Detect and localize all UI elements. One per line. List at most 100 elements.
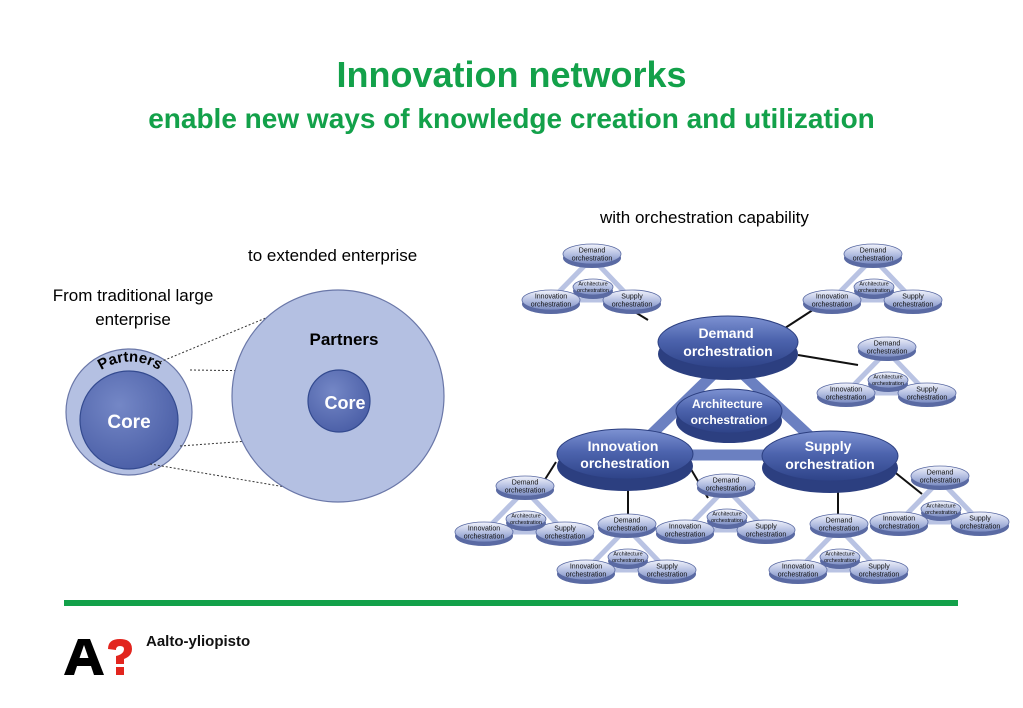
node-label-line-1: Architecture xyxy=(692,397,763,411)
mini-node-label-line-2: orchestration xyxy=(858,288,890,294)
node-label: Architecture orchestration xyxy=(691,397,768,427)
node-demand-orchestration: Demand orchestration xyxy=(657,315,799,380)
mini-triad-links xyxy=(896,477,983,525)
mini-node-label-line-1: Innovation xyxy=(830,386,862,393)
mini-node-label-line-2: orchestration xyxy=(665,532,706,539)
mini-node-label: Supply orchestration xyxy=(545,525,586,540)
label-orchestration: with orchestration capability xyxy=(600,208,809,227)
traditional-enterprise: Partners Core xyxy=(65,348,193,476)
mini-node-label-line-1: Supply xyxy=(916,386,938,393)
node-innovation-orchestration: Innovation orchestration xyxy=(556,428,694,491)
mini-node-label: Innovation orchestration xyxy=(531,293,572,308)
mini-triad-links xyxy=(795,525,882,573)
mini-node-label-line-1: Supply xyxy=(902,293,924,300)
node-label-line-2: orchestration xyxy=(691,413,768,427)
mini-node-label-line-2: orchestration xyxy=(824,558,856,564)
mini-node-label-line-2: orchestration xyxy=(711,518,743,524)
partners-label: Partners xyxy=(310,330,379,349)
mini-node-supply: Supply orchestration xyxy=(897,382,957,407)
mini-node-label-line-1: Innovation xyxy=(816,293,848,300)
core-circle xyxy=(79,370,179,470)
mini-node-label-line-1: Demand xyxy=(614,517,641,524)
mini-node-label-line-2: orchestration xyxy=(577,288,609,294)
mini-node-label-line-2: orchestration xyxy=(572,256,613,263)
mini-node-label-line-1: Supply xyxy=(621,293,643,300)
logo-text: Aalto-yliopisto xyxy=(146,633,251,650)
mini-node-label-line-2: orchestration xyxy=(566,572,607,579)
mini-node-label-line-2: orchestration xyxy=(545,534,586,541)
mini-node-label-line-1: Demand xyxy=(860,247,887,254)
mini-triad-links xyxy=(548,255,635,303)
page-subtitle: enable new ways of knowledge creation an… xyxy=(148,103,875,134)
mini-node-label-line-1: Demand xyxy=(826,517,853,524)
mini-node-label-line-1: Architecture xyxy=(859,282,888,288)
mini-node-innovation: Innovation orchestration xyxy=(768,559,828,584)
mini-node-label-line-1: Innovation xyxy=(535,293,567,300)
mini-node-label-line-2: orchestration xyxy=(612,558,644,564)
mini-node-label-line-1: Innovation xyxy=(468,525,500,532)
mini-node-label-line-1: Architecture xyxy=(873,375,902,381)
mini-node-innovation: Innovation orchestration xyxy=(521,289,581,314)
mini-node-label-line-1: Innovation xyxy=(570,563,602,570)
node-label: Demand orchestration xyxy=(683,325,772,359)
mini-node-label-line-2: orchestration xyxy=(907,395,948,402)
mini-triad-links xyxy=(583,525,670,573)
mini-node-label-line-2: orchestration xyxy=(464,534,505,541)
mini-node-label-line-1: Demand xyxy=(512,479,539,486)
mini-node-label-line-2: orchestration xyxy=(531,302,572,309)
mini-node-label-line-2: orchestration xyxy=(778,572,819,579)
mini-node-label-line-1: Innovation xyxy=(782,563,814,570)
mini-node-label: Innovation orchestration xyxy=(665,523,706,538)
mini-node-label-line-2: orchestration xyxy=(510,520,542,526)
mini-node-label-line-1: Demand xyxy=(874,340,901,347)
mini-node-label-line-1: Innovation xyxy=(669,523,701,530)
aalto-logo-icon xyxy=(64,639,132,675)
mini-node-label: Innovation orchestration xyxy=(778,563,819,578)
extended-enterprise: Partners Core xyxy=(231,289,445,503)
page-title: Innovation networks xyxy=(336,54,687,95)
mini-node-label-line-1: Supply xyxy=(755,523,777,530)
mini-node-label: Supply orchestration xyxy=(907,386,948,401)
mini-node-label-line-1: Innovation xyxy=(883,515,915,522)
mini-triad-links xyxy=(481,487,568,535)
mini-node-label: Innovation orchestration xyxy=(566,563,607,578)
label-extended: to extended enterprise xyxy=(248,246,418,265)
mini-triad-links xyxy=(843,348,930,396)
mini-node-label-line-1: Supply xyxy=(554,525,576,532)
